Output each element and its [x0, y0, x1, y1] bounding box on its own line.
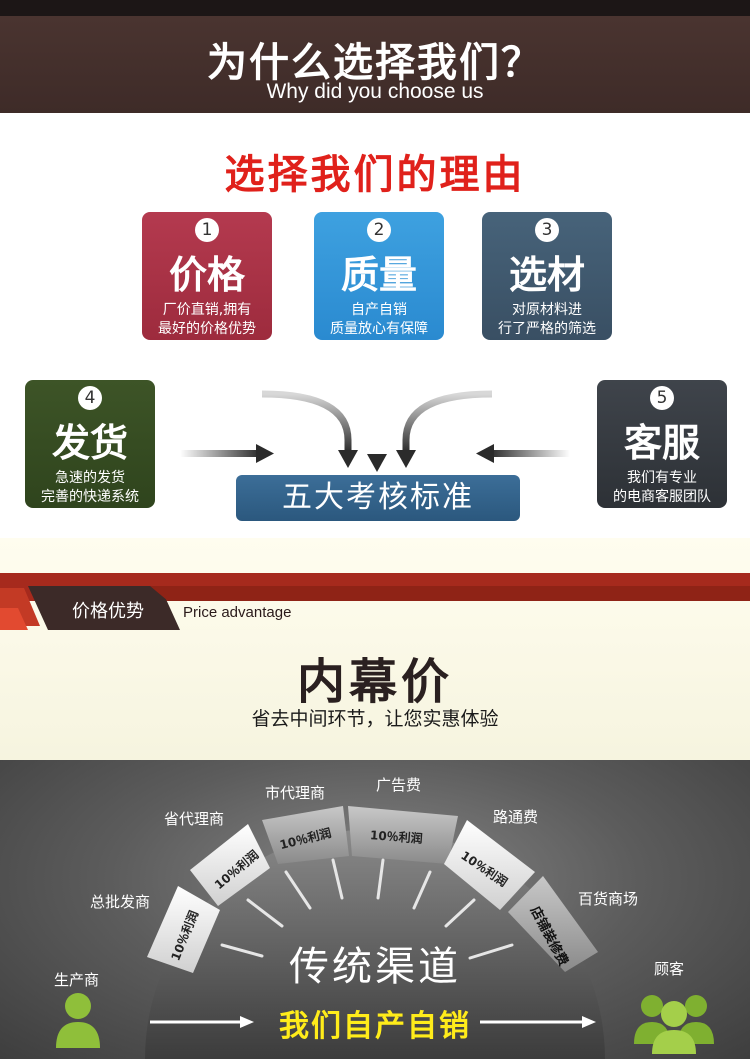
direct-sales-text: 我们自产自销	[279, 1009, 471, 1044]
price-banner	[0, 573, 750, 630]
reason-desc: 自产自销	[351, 302, 407, 318]
label-department-store: 百货商场	[578, 890, 639, 908]
arrow-right-icon	[256, 444, 274, 463]
reason-card-price: 1 价格 厂价直销,拥有 最好的价格优势	[142, 212, 272, 340]
label-province-agent: 省代理商	[164, 810, 225, 828]
reason-desc: 急速的发货	[55, 470, 125, 486]
reason-card-shipping: 4 发货 急速的发货 完善的快递系统	[25, 380, 155, 508]
reason-desc: 厂价直销,拥有	[162, 302, 252, 318]
arrow-down-icon	[338, 450, 358, 468]
person-icon	[56, 993, 100, 1048]
label-city-agent: 市代理商	[265, 784, 326, 802]
inner-price-subtitle: 省去中间环节，让您实惠体验	[251, 708, 499, 730]
reason-desc: 的电商客服团队	[613, 489, 711, 505]
reasons-title: 选择我们的理由	[224, 152, 526, 198]
reason-desc: 行了严格的筛选	[498, 321, 596, 337]
label-road-fee: 路通费	[493, 808, 539, 826]
channel-diagram: 生产商 总批发商 省代理商 市代理商 广告费 路通费 百货商场 顾客 10％利润…	[0, 760, 750, 1059]
reason-desc: 完善的快递系统	[41, 489, 139, 505]
page-title: 为什么选择我们？	[207, 39, 543, 86]
reason-title: 选材	[508, 252, 585, 297]
reason-number: 1	[195, 218, 219, 242]
header-banner: 为什么选择我们？ Why did you choose us	[0, 0, 750, 113]
profit-segment: 10％利润	[369, 828, 424, 846]
label-customer: 顾客	[654, 960, 685, 978]
traditional-channel-text: 传统渠道	[289, 944, 461, 990]
reason-title: 客服	[623, 420, 700, 465]
reason-card-quality: 2 质量 自产自销 质量放心有保障	[314, 212, 444, 340]
channel-graphic	[56, 806, 714, 1059]
reason-desc: 我们有专业	[627, 470, 697, 486]
page-subtitle: Why did you choose us	[266, 80, 484, 103]
reason-title: 质量	[340, 252, 417, 297]
price-advantage-english: Price advantage	[183, 604, 292, 621]
reason-desc: 最好的价格优势	[158, 321, 256, 337]
price-advantage-label: 价格优势	[72, 601, 144, 622]
five-standards-bar: 五大考核标准	[236, 475, 520, 521]
arrow-down-icon	[261, 390, 352, 452]
reason-number: 4	[78, 386, 102, 410]
reason-desc: 质量放心有保障	[330, 321, 428, 337]
label-wholesaler: 总批发商	[90, 893, 151, 911]
converging-arrows	[180, 390, 570, 472]
reason-card-service: 5 客服 我们有专业 的电商客服团队	[597, 380, 727, 508]
inner-price-title: 内幕价	[296, 654, 453, 710]
reason-title: 发货	[51, 420, 128, 465]
arrow-right-icon	[240, 1016, 254, 1028]
reason-card-material: 3 选材 对原材料进 行了严格的筛选	[482, 212, 612, 340]
reason-number: 2	[367, 218, 391, 242]
arrow-down-icon	[402, 390, 493, 452]
arrow-left-icon	[476, 444, 494, 463]
reason-title: 价格	[168, 252, 245, 297]
reason-number: 5	[650, 386, 674, 410]
arrow-right-icon	[582, 1016, 596, 1028]
reason-number: 3	[535, 218, 559, 242]
reason-desc: 对原材料进	[512, 302, 582, 318]
arrow-down-icon	[396, 450, 416, 468]
group-icon	[634, 995, 714, 1054]
arrow-down-icon	[367, 454, 387, 472]
price-advantage-section: 价格优势 Price advantage 内幕价 省去中间环节，让您实惠体验	[0, 538, 750, 760]
label-producer: 生产商	[54, 971, 100, 989]
label-ad-fee: 广告费	[376, 776, 422, 794]
